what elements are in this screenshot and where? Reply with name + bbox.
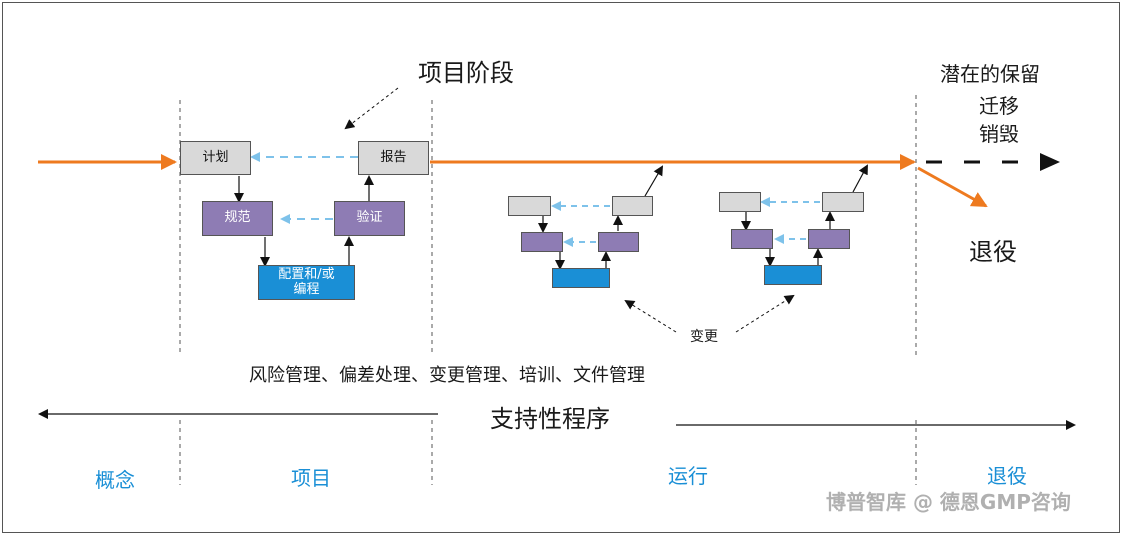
watermark: 博普智库 @ 德恩GMP咨询 — [826, 490, 1071, 514]
op1-verify-box — [598, 232, 639, 252]
op1-config-box — [552, 268, 610, 288]
retire-label: 退役 — [969, 238, 1017, 266]
plan-box: 计划 — [180, 141, 251, 175]
op1-spec-box — [521, 232, 563, 252]
op2-spec-box — [731, 229, 773, 249]
op2-verify-box — [808, 229, 850, 249]
change-pointer-left — [624, 299, 677, 333]
orange-arrow-retire — [917, 166, 988, 208]
change-label: 变更 — [690, 329, 718, 345]
op2-report-box — [822, 192, 864, 212]
change-pointer-right — [735, 294, 795, 333]
phase-operation: 运行 — [668, 464, 708, 488]
phase-concept: 概念 — [95, 468, 135, 492]
phase-retirement: 退役 — [987, 464, 1027, 488]
project-phase-title: 项目阶段 — [418, 59, 514, 87]
phase-project: 项目 — [291, 466, 331, 490]
destruction-label: 销毁 — [979, 122, 1019, 146]
process-list: 风险管理、偏差处理、变更管理、培训、文件管理 — [249, 365, 645, 386]
report-box: 报告 — [358, 141, 429, 175]
config-box: 配置和/或 编程 — [258, 265, 355, 300]
verify-box: 验证 — [334, 201, 405, 236]
spec-box: 规范 — [202, 201, 273, 236]
op2-config-box — [764, 265, 822, 285]
op2-plan-box — [719, 192, 761, 212]
op1-plan-box — [508, 196, 551, 216]
support-procedures-label: 支持性程序 — [490, 405, 610, 433]
op1-report-box — [612, 196, 653, 216]
title-pointer — [344, 87, 399, 130]
retention-label: 潜在的保留 — [940, 62, 1040, 86]
migration-label: 迁移 — [979, 94, 1019, 118]
